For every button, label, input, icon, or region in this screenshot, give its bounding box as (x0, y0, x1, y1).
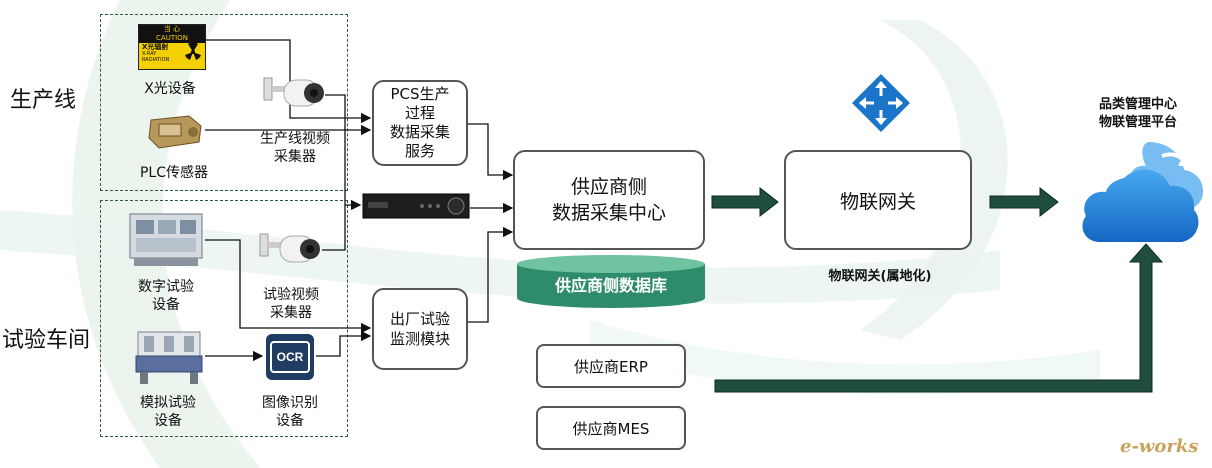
center-line2: 数据采集中心 (551, 202, 666, 224)
analog-test-label: 模拟试验 设备 (118, 394, 218, 430)
digital-test-label-line2: 设备 (152, 297, 180, 313)
caution-en-text: CAUTION (156, 34, 188, 42)
test-workshop-group (100, 200, 348, 437)
test-camera-label: 试验视频 采集器 (236, 286, 346, 322)
pcs-line3: 数据采集 (389, 123, 450, 141)
factory-test-module-box: 出厂试验 监测模块 (372, 288, 468, 370)
platform-title-line1: 品类管理中心 (1098, 97, 1177, 112)
test-camera-label-line1: 试验视频 (263, 287, 319, 303)
digital-test-label-line1: 数字试验 (138, 279, 194, 295)
production-camera-label-line2: 采集器 (274, 149, 316, 165)
xray-cn-text: X光辐射 (142, 43, 169, 51)
analog-test-label-line1: 模拟试验 (140, 395, 196, 411)
pcs-data-collection-box: PCS生产 过程 数据采集 服务 (372, 80, 468, 166)
iot-gateway-box: 物联网关 (784, 150, 972, 250)
eworks-watermark: e-works (1120, 436, 1199, 457)
supplier-data-center-box: 供应商侧 数据采集中心 (513, 150, 705, 250)
mes-label: 供应商MES (572, 419, 650, 438)
arrow-erp-to-platform (714, 243, 1164, 393)
radiation-text: RADIATION (142, 57, 170, 63)
database-label: 供应商侧数据库 (554, 276, 667, 295)
video-recorder-icon (362, 193, 470, 219)
erp-label: 供应商ERP (574, 357, 648, 376)
pcs-line4: 服务 (404, 142, 435, 160)
xray-caution-sign-icon: 当 心 CAUTION X光辐射 X-RAY RADIATION (138, 24, 206, 70)
caution-text: 当 心 (163, 25, 181, 33)
router-icon (852, 74, 910, 132)
supplier-mes-box: 供应商MES (536, 406, 686, 450)
radiation-icon (185, 43, 201, 60)
plc-sensor-icon (148, 115, 202, 149)
production-camera-label: 生产线视频 采集器 (240, 130, 350, 166)
plc-sensor-label: PLC传感器 (139, 165, 209, 181)
digital-test-device-icon (129, 213, 203, 266)
production-camera-label-line1: 生产线视频 (260, 131, 330, 147)
label-production-line: 生产线 (10, 88, 77, 113)
gateway-label: 物联网关 (839, 190, 916, 213)
ocr-label-line2: 设备 (276, 413, 304, 429)
factory-line1: 出厂试验 (389, 310, 450, 328)
platform-title-line2: 物联管理平台 (1098, 115, 1177, 130)
pcs-line2: 过程 (404, 104, 435, 122)
ocr-label: 图像识别 设备 (242, 394, 338, 430)
supplier-database-icon (517, 255, 705, 308)
xray-en-text: X-RAY (142, 51, 157, 57)
production-camera-icon (263, 77, 324, 107)
ocr-icon: OCR (266, 334, 314, 380)
cloud-platform-icon (1082, 142, 1204, 242)
arrow-center-to-gateway (711, 186, 779, 218)
platform-title: 品类管理中心 物联管理平台 (1080, 96, 1196, 132)
ocr-frame: OCR (270, 341, 310, 373)
factory-line2: 监测模块 (389, 330, 450, 348)
analog-test-label-line2: 设备 (154, 413, 182, 429)
test-camera-icon (259, 233, 320, 263)
analog-test-device-icon (135, 331, 203, 384)
supplier-erp-box: 供应商ERP (536, 344, 686, 388)
ocr-label-line1: 图像识别 (262, 395, 318, 411)
ocr-icon-text: OCR (276, 350, 304, 364)
label-test-workshop: 试验车间 (2, 328, 91, 353)
pcs-line1: PCS生产 (390, 85, 450, 103)
xray-device-label: X光设备 (144, 81, 196, 97)
arrow-gateway-to-platform (989, 186, 1059, 218)
center-line1: 供应商侧 (570, 176, 647, 198)
test-camera-label-line2: 采集器 (270, 305, 312, 321)
gateway-caption: 物联网关(属地化) (828, 269, 932, 284)
digital-test-label: 数字试验 设备 (118, 278, 214, 314)
production-line-group (100, 14, 348, 191)
